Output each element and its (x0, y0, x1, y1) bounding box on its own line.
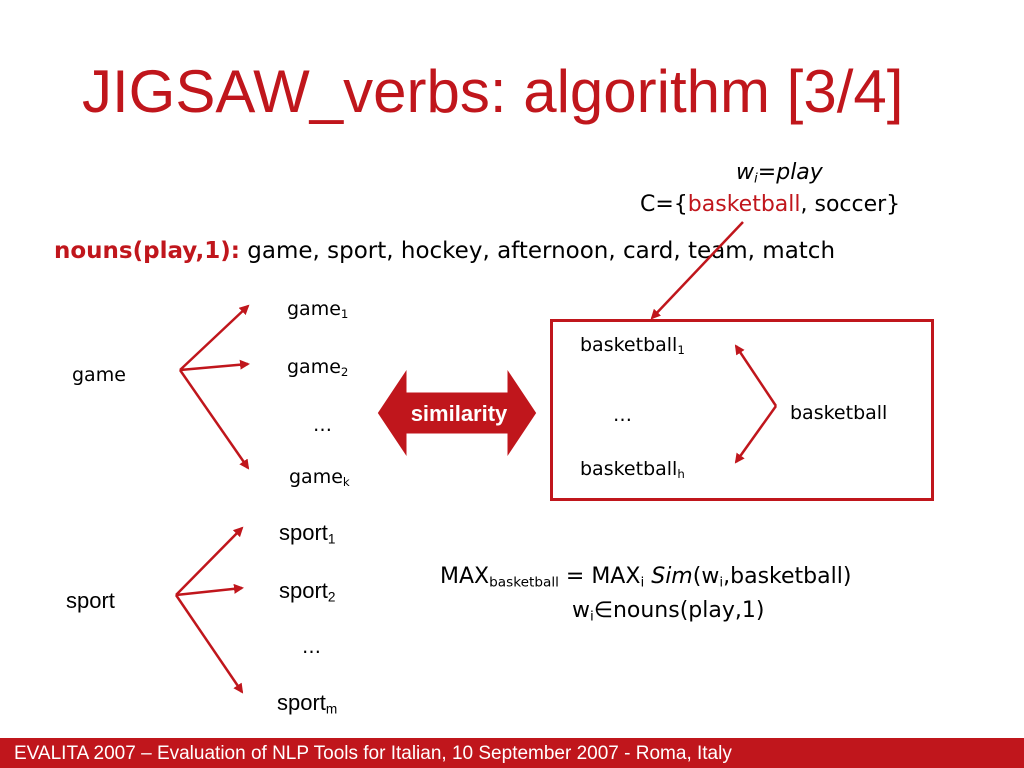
game-ellipsis: … (313, 414, 332, 436)
formula-args-pre: (w (692, 564, 720, 589)
formula-eq-max: = MAX (558, 564, 641, 589)
context-set: C={basketball, soccer} (640, 192, 900, 217)
formula-condition: wi∈nouns(play,1) (572, 598, 764, 623)
slide-title: JIGSAW_verbs: algorithm [3/4] (82, 58, 904, 125)
sport-sense-2-sub: 2 (327, 589, 336, 605)
max-formula: MAXbasketball = MAXi Sim(wi,basketball) (440, 564, 851, 589)
sport-root: sport (66, 588, 115, 613)
basketball-sense-1-base: basketball (580, 334, 678, 356)
game-arrow-1 (179, 304, 250, 371)
basketball-sense-h-sub: h (677, 466, 685, 481)
context-rest: , soccer} (800, 192, 901, 217)
similarity-double-arrow (374, 360, 540, 466)
formula-args-sub: i (719, 574, 724, 591)
formula-args-post: ,basketball) (723, 564, 852, 589)
basketball-arrow-h (734, 405, 778, 464)
sport-sense-1-base: sport (279, 520, 328, 545)
footer-bar (0, 738, 1024, 768)
target-word: wi=play (736, 160, 823, 185)
sport-sense-m-sub: m (325, 701, 338, 717)
sport-arrow-m (174, 594, 244, 694)
sport-sense-1: sport1 (279, 520, 336, 546)
basketball-sense-1: basketball1 (580, 334, 685, 356)
game-sense-2-sub: 2 (340, 364, 349, 379)
formula-sim: Sim (651, 564, 693, 589)
sport-sense-1-sub: 1 (327, 531, 336, 547)
game-arrow-k (178, 369, 250, 470)
similarity-label: similarity (410, 401, 508, 426)
target-w: w (736, 160, 754, 185)
context-highlight: basketball (687, 192, 801, 217)
game-arrow-2 (179, 359, 250, 372)
formula-max2-sub: i (640, 574, 645, 591)
basketball-root: basketball (790, 402, 888, 424)
game-sense-2: game2 (287, 356, 348, 378)
context-arrow (650, 221, 744, 320)
game-sense-2-base: game (287, 356, 341, 378)
sport-ellipsis: … (302, 636, 321, 658)
nouns-line: nouns(play,1): game, sport, hockey, afte… (54, 238, 835, 264)
basketball-sense-h: basketballh (580, 458, 685, 480)
game-sense-1-base: game (287, 298, 341, 320)
target-i: i (754, 170, 758, 187)
context-prefix: C={ (640, 192, 688, 217)
cond-rest: ∈nouns(play,1) (593, 598, 765, 623)
game-sense-k-base: game (289, 466, 343, 488)
game-sense-k-sub: k (342, 474, 350, 489)
sport-sense-m-base: sport (277, 690, 326, 715)
cond-w: w (572, 598, 590, 623)
basketball-arrow-1 (734, 344, 778, 407)
formula-max: MAX (440, 564, 490, 589)
target-eq: =play (757, 160, 823, 185)
basketball-sense-h-base: basketball (580, 458, 678, 480)
sport-sense-2: sport2 (279, 578, 336, 604)
nouns-label: nouns(play,1): (54, 238, 240, 264)
game-sense-1-sub: 1 (340, 306, 349, 321)
sport-sense-2-base: sport (279, 578, 328, 603)
game-root: game (72, 364, 126, 386)
basketball-box (550, 319, 934, 501)
game-sense-k: gamek (289, 466, 350, 488)
sport-arrow-2 (175, 583, 244, 597)
basketball-ellipsis: … (613, 404, 632, 426)
formula-max-sub: basketball (489, 574, 559, 591)
sport-arrow-1 (175, 526, 244, 596)
sport-sense-m: sportm (277, 690, 337, 716)
nouns-list: game, sport, hockey, afternoon, card, te… (239, 238, 836, 264)
game-sense-1: game1 (287, 298, 348, 320)
basketball-sense-1-sub: 1 (677, 342, 685, 357)
cond-sub: i (590, 608, 594, 625)
footer-text: EVALITA 2007 – Evaluation of NLP Tools f… (14, 743, 732, 764)
